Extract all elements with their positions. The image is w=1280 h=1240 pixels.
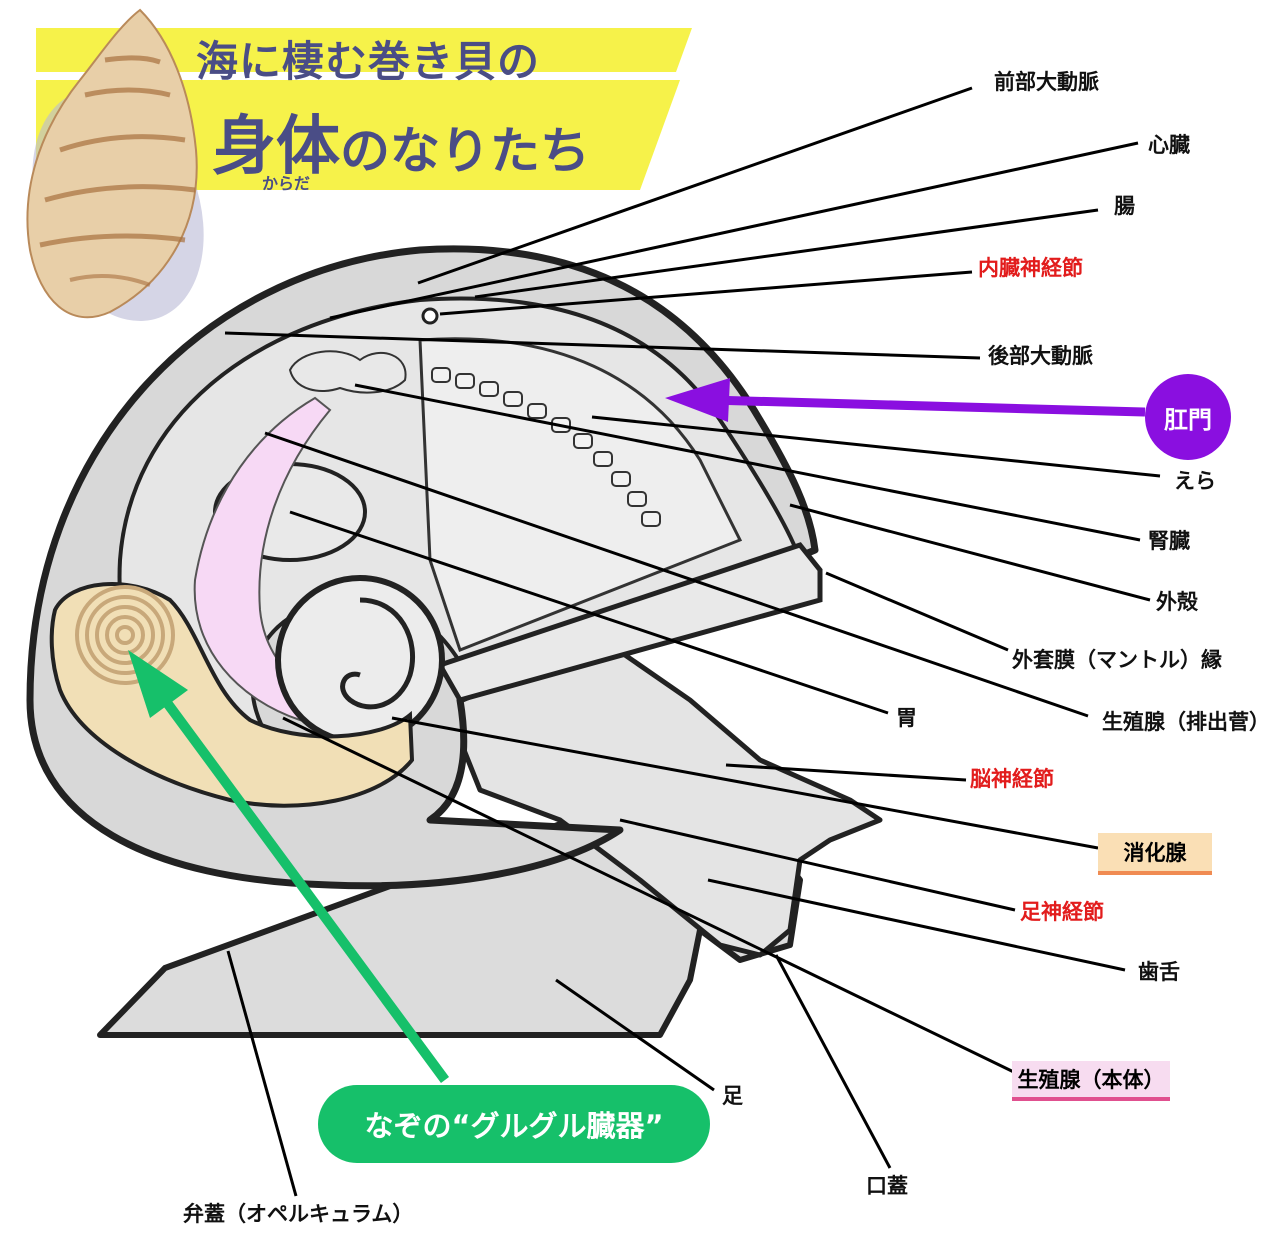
label-heart: 心臓 (1148, 133, 1190, 157)
label-radula: 歯舌 (1138, 960, 1180, 984)
label-mantle-edge: 外套膜（マントル）縁 (1012, 648, 1222, 672)
label-anterior-aorta: 前部大動脈 (994, 70, 1099, 94)
title-ruby: からだ (262, 174, 311, 193)
anus-arrow-head (665, 378, 730, 422)
label-cerebral-ganglion: 脳神経節 (970, 767, 1054, 791)
gill-lamellae (431, 367, 661, 527)
title-line2: 身体のなりたち (212, 95, 590, 187)
leader-lines (224, 86, 1161, 1197)
inner-coil (275, 575, 445, 745)
title-banner-top (36, 28, 692, 72)
label-gonad-duct: 生殖腺（排出菅） (1102, 710, 1270, 734)
label-mystery-organ: なぞの“グルグル臓器” (318, 1085, 710, 1163)
label-shell: 外殻 (1156, 590, 1198, 614)
mantle-edge-band (436, 542, 823, 703)
label-intestine: 腸 (1114, 194, 1135, 218)
label-anus: 肛門 (1145, 374, 1231, 460)
label-proboscis-cover: 口蓋 (866, 1174, 908, 1198)
label-stomach: 胃 (896, 706, 917, 730)
label-posterior-aorta: 後部大動脈 (988, 344, 1093, 368)
label-operculum: 弁蓋（オペルキュラム） (183, 1202, 414, 1226)
label-gill: えら (1174, 469, 1216, 493)
label-pedal-ganglion: 足神経節 (1020, 900, 1104, 924)
title-big-word: 身体 (212, 110, 340, 184)
label-digestive-gland: 消化腺 (1098, 833, 1212, 875)
label-visceral-ganglion: 内臓神経節 (978, 256, 1083, 280)
title-line1: 海に棲む巻き貝の (196, 37, 541, 86)
mystery-arrow-head (128, 650, 188, 718)
whelk-shell-icon (26, 8, 204, 322)
mystery-spiral-organ (75, 585, 175, 685)
label-foot: 足 (722, 1084, 743, 1108)
label-kidney: 腎臓 (1148, 529, 1190, 553)
title-rest: のなりたち (340, 122, 590, 180)
label-gonad-body: 生殖腺（本体） (1012, 1061, 1170, 1101)
